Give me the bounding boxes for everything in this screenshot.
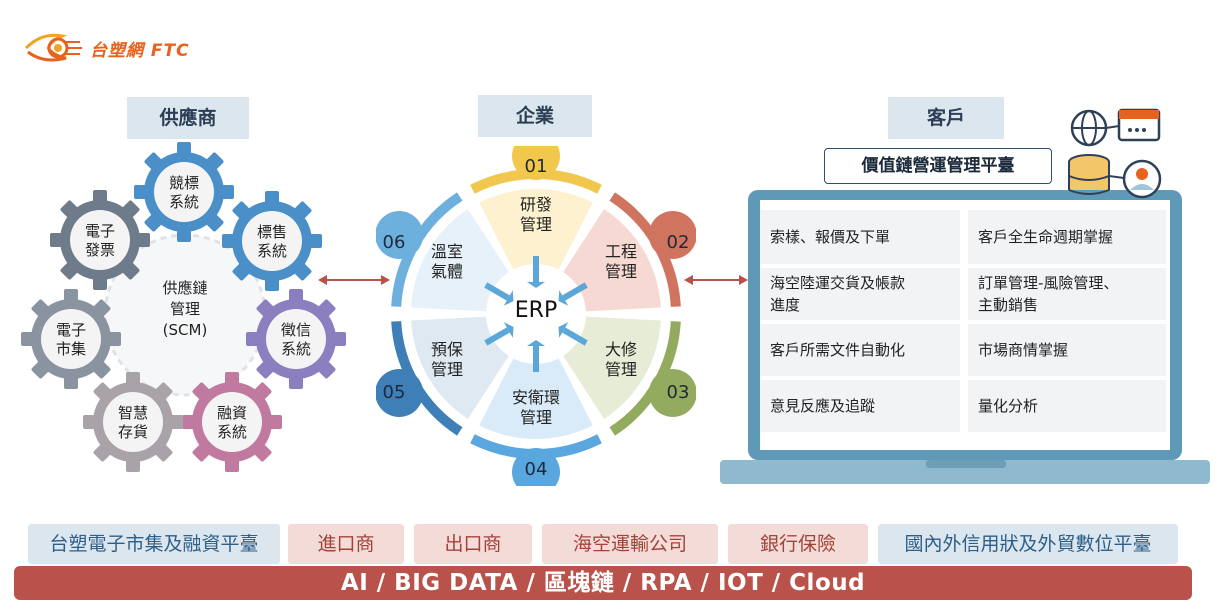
gear-bidding (134, 142, 234, 242)
technology-bar: AI / BIG DATA / 區塊鏈 / RPA / IOT / Cloud (14, 566, 1192, 600)
erp-center-label: ERP (514, 298, 558, 323)
erp-num-06: 06 (382, 232, 406, 253)
erp-number-badge-ehs (512, 448, 560, 486)
erp-wheel (376, 146, 696, 486)
gear-smart-inventory (83, 372, 183, 472)
erp-arrow-pm (484, 327, 510, 346)
erp-num-04: 04 (524, 459, 548, 480)
platform-cell-3: 海空陸運交貨及帳款 進度 (760, 268, 960, 320)
gear-credit-check (246, 289, 346, 389)
gear-label-e-market: 電子 市集 (55, 321, 86, 358)
platform-cell-5: 客戶所需文件自動化 (760, 324, 960, 376)
platform-cell-1: 索樣、報價及下單 (760, 210, 960, 264)
erp-segment-ehs (479, 358, 593, 440)
erp-num-02: 02 (666, 232, 690, 253)
erp-label-engineering: 工程 管理 (604, 242, 637, 281)
gear-label-bidding: 競標 系統 (168, 174, 199, 211)
erp-number-badge-overhaul (648, 369, 696, 417)
erp-arrowhead-engineering (558, 290, 569, 306)
erp-num-03: 03 (666, 382, 690, 403)
erp-label-ghg: 溫室 氣體 (430, 242, 463, 281)
erp-label-pm: 預保 管理 (430, 340, 463, 379)
supplier-erp-arrow (318, 275, 390, 285)
erp-num-05: 05 (382, 382, 406, 403)
logo: 台塑網 FTC (22, 28, 190, 68)
partner-lc-platform: 國內外信用狀及外貿數位平臺 (878, 524, 1178, 564)
erp-arrowhead-overhaul (558, 322, 569, 338)
erp-arrowhead-pm (503, 322, 514, 338)
partner-importer: 進口商 (288, 524, 404, 564)
erp-arrow-engineering (562, 282, 588, 301)
partner-exporter: 出口商 (414, 524, 532, 564)
gear-label-tender-sale: 標售 系統 (256, 223, 287, 260)
erp-arrowhead-ehs (527, 340, 545, 346)
partner-ftc-market: 台塑電子市集及融資平臺 (28, 524, 280, 564)
platform-cell-4: 訂單管理-風險管理、 主動銷售 (968, 268, 1166, 320)
gear-label-credit-check: 徵信 系統 (280, 321, 311, 358)
erp-segment-ghg (411, 209, 509, 312)
platform-cell-7: 意見反應及追蹤 (760, 380, 960, 432)
erp-number-badge-engineering (648, 211, 696, 259)
erp-label-rd: 研發 管理 (519, 195, 552, 234)
platform-icons (1068, 108, 1162, 199)
partner-bank-insurance: 銀行保險 (728, 524, 868, 564)
partner-shipping: 海空運輸公司 (542, 524, 718, 564)
gear-label-e-invoice: 電子 發票 (84, 222, 115, 259)
erp-num-01: 01 (524, 156, 548, 177)
erp-number-badge-pm (376, 369, 424, 417)
logo-text: 台塑網 FTC (90, 40, 190, 61)
database-icon (1068, 154, 1110, 195)
erp-segment-engineering (563, 209, 661, 312)
enterprise-header: 企業 (478, 95, 592, 137)
browser-window-icon (1117, 108, 1161, 142)
scm-center-label: 供應鏈 管理 (SCM) (162, 279, 208, 339)
erp-number-badge-rd (512, 146, 560, 180)
gear-e-invoice (50, 190, 150, 290)
gear-label-smart-inventory: 智慧 存貨 (117, 404, 148, 441)
customer-header: 客戶 (888, 97, 1004, 139)
erp-label-overhaul: 大修 管理 (604, 340, 637, 379)
erp-customer-arrow (684, 275, 748, 285)
gear-financing (182, 372, 282, 472)
platform-title: 價值鏈營運管理平臺 (824, 148, 1052, 184)
erp-number-badge-ghg (376, 211, 424, 259)
supplier-gears-diagram (21, 142, 346, 472)
platform-cell-8: 量化分析 (968, 380, 1166, 432)
logo-emblem-icon (24, 33, 82, 62)
platform-cell-2: 客戶全生命週期掌握 (968, 210, 1166, 264)
erp-segment-pm (411, 316, 509, 419)
user-avatar-icon (1122, 159, 1162, 199)
erp-arrowhead-rd (527, 282, 545, 288)
gear-e-market (21, 289, 121, 389)
platform-cell-6: 市場商情掌握 (968, 324, 1166, 376)
erp-arrow-ghg (484, 282, 510, 301)
erp-segment-overhaul (563, 316, 661, 419)
erp-arrowhead-ghg (503, 290, 514, 306)
erp-label-ehs: 安衛環 管理 (511, 388, 560, 427)
gear-label-financing: 融資 系統 (216, 404, 247, 441)
supplier-header: 供應商 (127, 97, 249, 139)
erp-arrow-overhaul (562, 327, 588, 346)
gear-tender-sale (222, 191, 322, 291)
globe-icon (1070, 109, 1108, 147)
erp-segment-rd (479, 189, 593, 270)
